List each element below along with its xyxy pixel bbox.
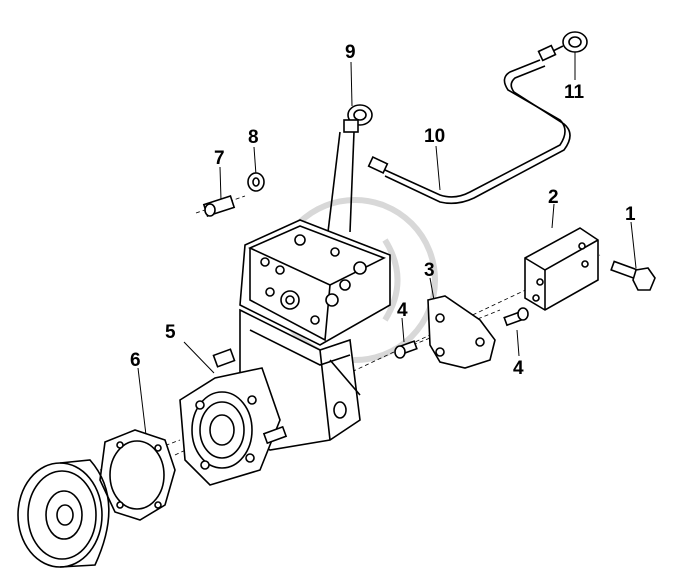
- part-4-screw-left: [394, 340, 418, 359]
- callout-9: 9: [345, 42, 356, 63]
- callout-6: 6: [130, 350, 141, 371]
- callout-labels: 1 2 3 4 4 5 6 7 8 9 10 11: [130, 42, 636, 379]
- callout-7: 7: [214, 148, 225, 169]
- part-11-fitting: [537, 31, 588, 62]
- compressor-assembly: [179, 219, 391, 486]
- part-6-gasket: [99, 429, 176, 521]
- part-3-bracket: [427, 295, 496, 369]
- callout-5: 5: [165, 322, 176, 343]
- callout-4-left: 4: [397, 300, 408, 321]
- callout-3: 3: [424, 260, 435, 281]
- part-7-screw: [202, 194, 236, 218]
- callout-1: 1: [625, 204, 636, 225]
- callout-10: 10: [424, 126, 445, 147]
- pulley: [17, 459, 110, 568]
- callout-4-right: 4: [513, 358, 524, 379]
- callout-8: 8: [248, 127, 259, 148]
- callout-11: 11: [564, 82, 585, 103]
- part-1-bolt: [610, 260, 656, 291]
- leader-lines: [137, 52, 637, 436]
- part-2-block: [524, 227, 599, 311]
- part-10-pipe: [367, 59, 571, 205]
- callout-2: 2: [548, 187, 559, 208]
- part-9-fitting: [327, 104, 373, 233]
- part-8-washer: [247, 172, 265, 192]
- part-4-screw-right: [503, 307, 529, 327]
